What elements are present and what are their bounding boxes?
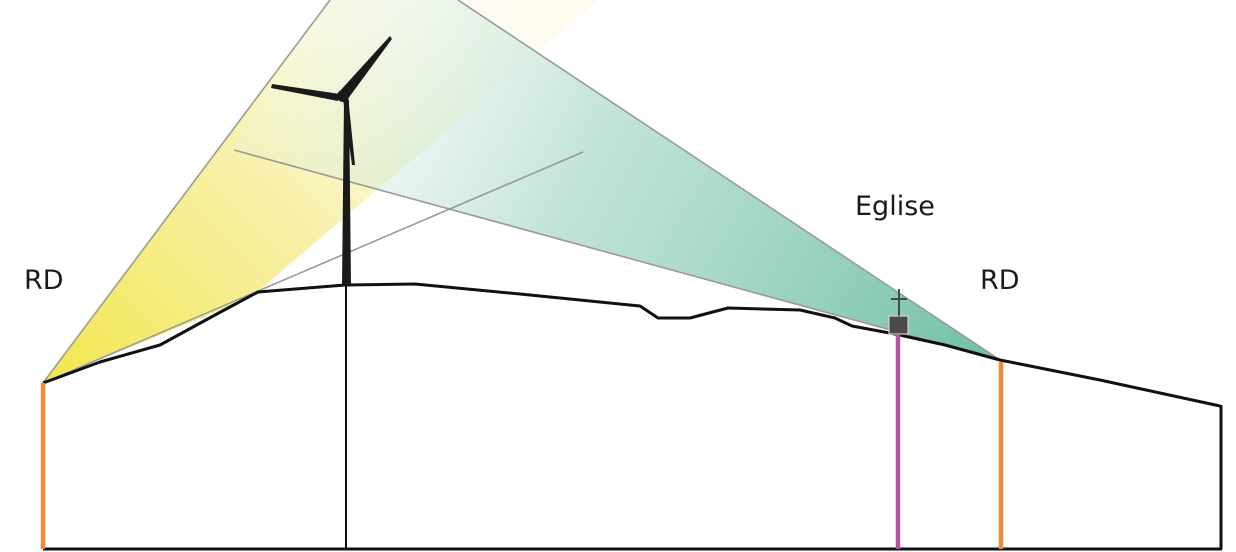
turbine-hub bbox=[337, 90, 349, 102]
wind-turbine-icon bbox=[271, 36, 392, 285]
turbine-blade-up bbox=[339, 36, 392, 100]
terrain-profile bbox=[42, 282, 1221, 408]
church-body bbox=[888, 315, 909, 335]
left-sightline-lower bbox=[42, 151, 584, 384]
right-viewpoint-label: RD bbox=[980, 265, 1020, 296]
turbine-blade-left bbox=[271, 84, 340, 101]
right-sightline-upper bbox=[457, 0, 1001, 361]
church-icon bbox=[888, 289, 909, 335]
right-visibility-cone bbox=[230, 0, 1000, 360]
turbine-blade-down bbox=[343, 96, 355, 165]
left-sightline-upper bbox=[42, 0, 331, 384]
turbine-tower bbox=[342, 100, 351, 285]
left-viewpoint-label: RD bbox=[24, 265, 64, 296]
right-sightline-lower bbox=[233, 149, 1001, 361]
church-label: Eglise bbox=[855, 191, 935, 222]
ground-mask bbox=[43, 284, 1220, 552]
